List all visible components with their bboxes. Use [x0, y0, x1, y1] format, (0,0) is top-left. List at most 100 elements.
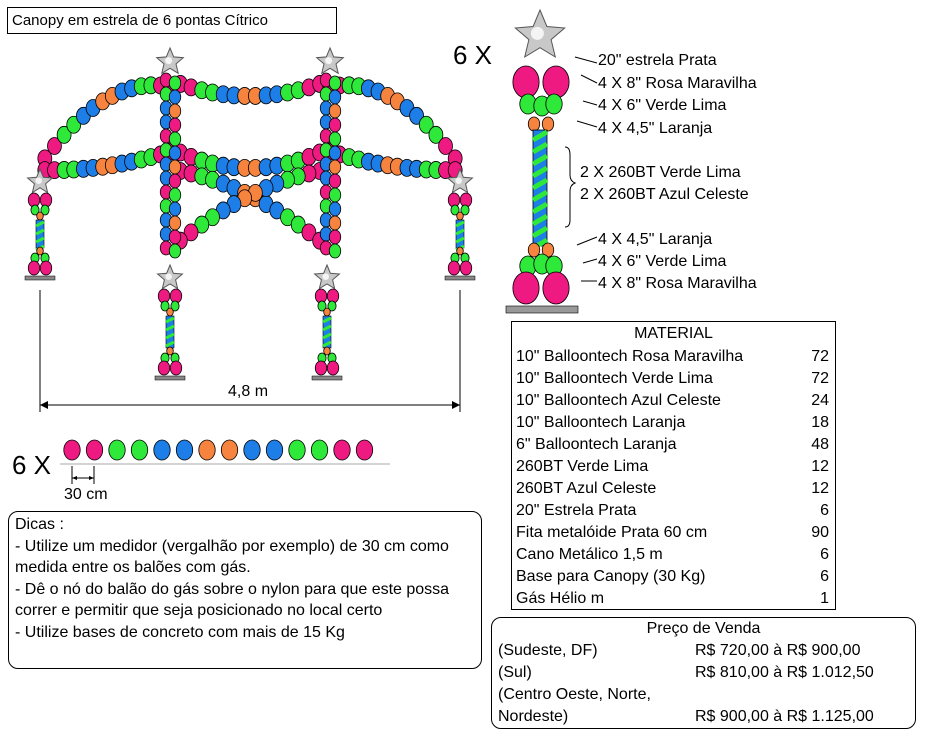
price-region: (Sul)	[498, 664, 532, 681]
pole-twist	[531, 165, 549, 179]
material-title: MATERIAL	[634, 325, 713, 342]
balloon	[130, 439, 149, 461]
balloon	[168, 159, 182, 175]
balloon	[63, 439, 81, 461]
price-box: Preço de Venda (Sudeste, DF) R$ 720,00 à…	[491, 617, 916, 729]
material-name: Base para Canopy (30 Kg)	[516, 568, 706, 585]
tip-item: - Dê o nó do balão do gás sobre o nylon …	[15, 580, 450, 620]
material-qty: 90	[811, 524, 829, 541]
balloon	[198, 439, 216, 461]
material-qty: 6	[820, 502, 829, 519]
balloon	[327, 300, 337, 312]
balloon	[169, 360, 183, 376]
balloon	[170, 300, 180, 312]
balloon	[545, 93, 563, 115]
arrow-head	[89, 476, 94, 480]
garland-multiplier: 6 X	[12, 450, 52, 480]
pole-twist	[531, 213, 549, 227]
balloon	[168, 243, 182, 259]
balloon	[328, 89, 342, 105]
tip-item: - Utilize um medidor (vergalhão por exem…	[15, 537, 449, 577]
balloon	[108, 439, 126, 461]
material-name: 260BT Azul Celeste	[516, 480, 657, 497]
balloon	[326, 360, 340, 376]
pole-twist	[531, 177, 549, 191]
balloon	[157, 360, 171, 376]
balloon	[333, 439, 351, 461]
pole-twist	[531, 153, 549, 167]
pole-twist	[531, 129, 549, 143]
callout-bottom-pink: 4 X 8" Rosa Maravilha	[598, 275, 757, 292]
material-name: 10" Balloontech Verde Lima	[516, 370, 713, 387]
pole-twist	[322, 316, 332, 324]
pole-twist	[322, 340, 332, 348]
price-region: Nordeste)	[498, 708, 569, 725]
balloon	[36, 246, 44, 256]
garland-spacing-label: 30 cm	[64, 486, 108, 503]
pole-twist	[165, 316, 175, 324]
balloon	[47, 137, 62, 155]
material-qty: 6	[820, 546, 829, 563]
callout-twist-green: 2 X 260BT Verde Lima	[580, 164, 741, 181]
callout-twist-blue: 2 X 260BT Azul Celeste	[580, 186, 749, 203]
pole-twist	[531, 141, 549, 155]
balloon	[288, 439, 306, 461]
pole-twist	[165, 332, 175, 340]
balloon	[323, 346, 331, 356]
arrow-head	[452, 401, 460, 409]
star-highlight	[35, 177, 42, 184]
arrow-head	[40, 401, 48, 409]
pole-twist	[35, 220, 45, 228]
balloon	[153, 439, 171, 461]
balloon	[328, 173, 342, 189]
balloon	[36, 211, 44, 221]
material-name: Gás Hélio m	[516, 590, 605, 607]
star-highlight	[322, 273, 329, 280]
balloon	[456, 211, 464, 221]
material-name: 6" Balloontech Laranja	[516, 436, 677, 453]
star-highlight	[530, 26, 544, 40]
balloon	[168, 145, 182, 161]
balloon	[168, 215, 182, 231]
callout-bottom-green: 4 X 6" Verde Lima	[598, 253, 727, 270]
pole-twist	[455, 228, 465, 236]
balloon	[328, 215, 342, 231]
pole-twist	[322, 324, 332, 332]
balloon	[438, 137, 453, 155]
star-highlight	[325, 57, 333, 65]
balloon	[450, 204, 460, 216]
callout-top-orange: 4 X 4,5" Laranja	[598, 120, 713, 137]
price-region: (Sudeste, DF)	[498, 642, 598, 659]
concrete-base	[154, 375, 186, 381]
balloon	[168, 103, 182, 119]
balloon	[542, 271, 570, 305]
balloon	[328, 145, 342, 161]
balloon	[328, 131, 342, 147]
balloon	[30, 204, 40, 216]
balloon	[512, 271, 540, 305]
concrete-base	[505, 305, 579, 314]
balloon	[328, 229, 342, 245]
balloon	[512, 65, 540, 99]
material-qty: 6	[820, 568, 829, 585]
balloon	[40, 204, 50, 216]
balloon	[328, 201, 342, 217]
balloon	[243, 439, 261, 461]
balloon	[428, 125, 444, 144]
material-row: 6" Balloontech Laranja 48	[516, 436, 829, 458]
tips-box: Dicas : - Utilize um medidor (vergalhão …	[8, 511, 482, 669]
balloon	[328, 243, 342, 259]
balloon	[459, 260, 473, 276]
balloon	[166, 346, 174, 356]
pole-twist	[165, 340, 175, 348]
material-qty: 48	[811, 436, 829, 453]
balloon	[328, 75, 342, 91]
balloon	[310, 439, 329, 461]
material-qty: 72	[811, 370, 829, 387]
canopy-illustration	[24, 46, 476, 412]
